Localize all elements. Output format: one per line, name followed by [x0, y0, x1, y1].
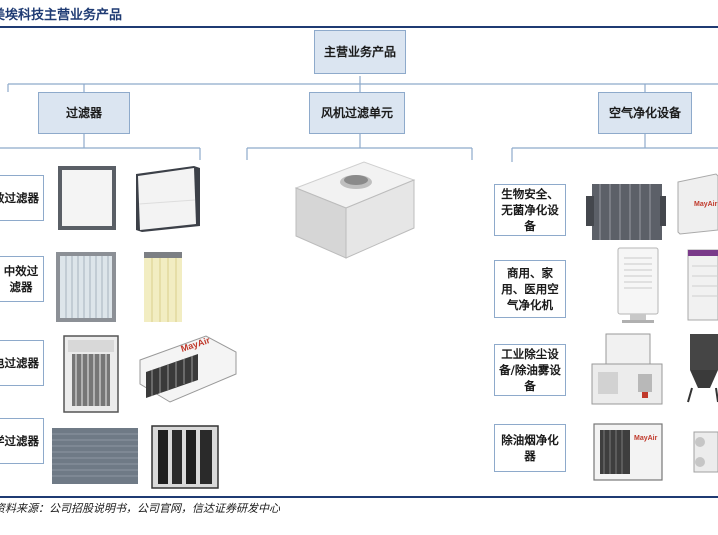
biosafety-unit-image-2: MayAir — [677, 173, 718, 235]
medium-filter-image-2 — [144, 252, 182, 322]
hepa-filter-image-1 — [58, 166, 116, 230]
air-purifier-image-2 — [687, 249, 718, 321]
dust-collector-image-1 — [591, 333, 663, 405]
electrostatic-filter-image-1 — [63, 335, 119, 413]
dust-collector-image-2 — [687, 334, 718, 403]
hepa-filter-image-2 — [136, 166, 200, 232]
footer-rule — [0, 496, 718, 498]
biosafety-unit-image-1 — [586, 184, 666, 240]
filter-type-label: 中效过滤器 — [3, 264, 39, 294]
category-fan-filter-unit: 风机过滤单元 — [309, 92, 405, 134]
filter-type-medium: 中效过滤器 — [0, 256, 44, 302]
electrostatic-filter-image-2: MayAir — [139, 335, 237, 403]
purifier-type-biosafety: 生物安全、无菌净化设备 — [494, 184, 566, 236]
fume-purifier-image-1: MayAir — [593, 423, 663, 481]
medium-filter-image-1 — [56, 252, 116, 322]
purifier-type-air-purifier: 商用、家用、医用空气净化机 — [494, 260, 566, 318]
root-node: 主营业务产品 — [314, 30, 406, 74]
category-purifiers-label: 空气净化设备 — [608, 106, 681, 120]
filter-type-hepa: 高效过滤器 — [0, 175, 44, 221]
chemical-filter-image-2 — [151, 425, 219, 489]
filter-type-label: 高效过滤器 — [0, 191, 39, 205]
chemical-filter-image-1 — [52, 428, 138, 484]
category-ffu-label: 风机过滤单元 — [320, 106, 393, 120]
category-filters: 过滤器 — [38, 92, 130, 134]
fan-filter-unit-image — [294, 161, 416, 259]
svg-text:MayAir: MayAir — [694, 201, 718, 208]
page-title: 美埃科技主营业务产品 — [0, 8, 123, 23]
purifier-type-fume: 除油烟净化器 — [494, 424, 566, 472]
category-air-purifiers: 空气净化设备 — [598, 92, 692, 134]
svg-text:MayAir: MayAir — [634, 435, 658, 442]
air-purifier-image-1 — [617, 247, 659, 323]
category-filters-label: 过滤器 — [65, 106, 102, 120]
purifier-type-label: 除油烟净化器 — [501, 433, 559, 463]
filter-type-electrostatic: 静电过滤器 — [0, 340, 44, 386]
header-bar: 美埃科技主营业务产品 — [0, 0, 718, 28]
purifier-type-label: 生物安全、无菌净化设备 — [501, 187, 559, 233]
filter-type-label: 化学过滤器 — [0, 434, 39, 448]
purifier-type-industrial: 工业除尘设备/除油雾设备 — [494, 344, 566, 396]
fume-purifier-image-2 — [693, 431, 718, 473]
footer-source: 资料来源：公司招股说明书，公司官网，信达证券研发中心 — [0, 502, 280, 515]
purifier-type-label: 商用、家用、医用空气净化机 — [501, 266, 559, 312]
root-label: 主营业务产品 — [323, 45, 396, 59]
filter-type-chemical: 化学过滤器 — [0, 418, 44, 464]
purifier-type-label: 工业除尘设备/除油雾设备 — [499, 347, 561, 393]
filter-type-label: 静电过滤器 — [0, 356, 39, 370]
